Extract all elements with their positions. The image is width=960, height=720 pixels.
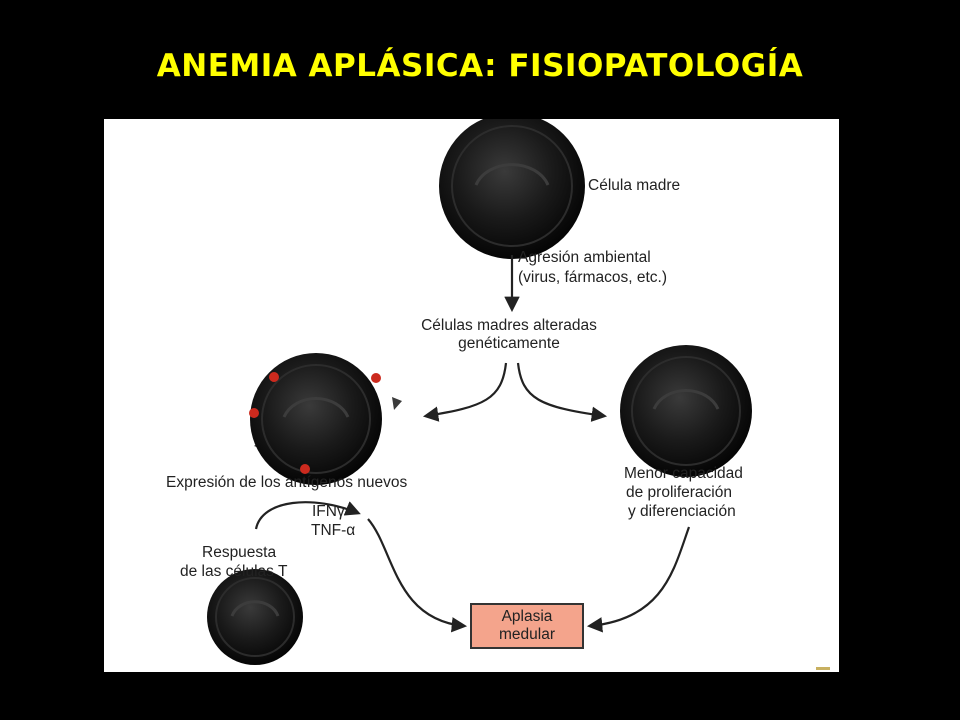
arrow-cytokines (254, 501, 361, 530)
arrow-capacity-to-aplasia (586, 526, 691, 633)
label-altered-1: Células madres alteradas (421, 317, 597, 334)
label-capacity-2: de proliferación (626, 484, 732, 501)
reduced-capacity-cell (620, 345, 752, 477)
slide-title: ANEMIA APLÁSICA: FISIOPATOLOGÍA (156, 48, 804, 84)
corner-mark (816, 667, 830, 670)
label-aplasia-2: medular (499, 626, 555, 643)
label-altered-2: genéticamente (458, 335, 560, 352)
arrow-to-antigens (422, 362, 508, 422)
aplasia-box: Aplasia medular (470, 603, 584, 649)
label-aplasia-1: Aplasia (501, 608, 553, 625)
label-antigens: Expresión de los antígenos nuevos (166, 474, 408, 491)
label-stem-cell: Célula madre (588, 177, 681, 194)
label-capacity-1: Menor capacidad (624, 465, 743, 482)
label-tcell-1: Respuesta (202, 544, 277, 561)
label-ifn-gamma: IFNγ (312, 503, 345, 520)
antigen-cell (249, 353, 402, 485)
arrow-to-capacity (516, 362, 608, 422)
label-capacity-3: y diferenciación (628, 503, 736, 520)
arrow-immune-to-aplasia (367, 518, 468, 633)
label-aggression-1: Agresión ambiental (518, 249, 651, 266)
stem-cell (439, 119, 585, 259)
label-tnf-alpha: TNF-α (311, 522, 356, 539)
label-tcell-2: de las células T (180, 563, 288, 580)
figure-panel: Célula madre Agresión ambiental (virus, … (104, 119, 839, 672)
t-cell (207, 569, 303, 665)
label-aggression-2: (virus, fármacos, etc.) (518, 269, 667, 286)
pathophysiology-diagram (207, 119, 830, 670)
